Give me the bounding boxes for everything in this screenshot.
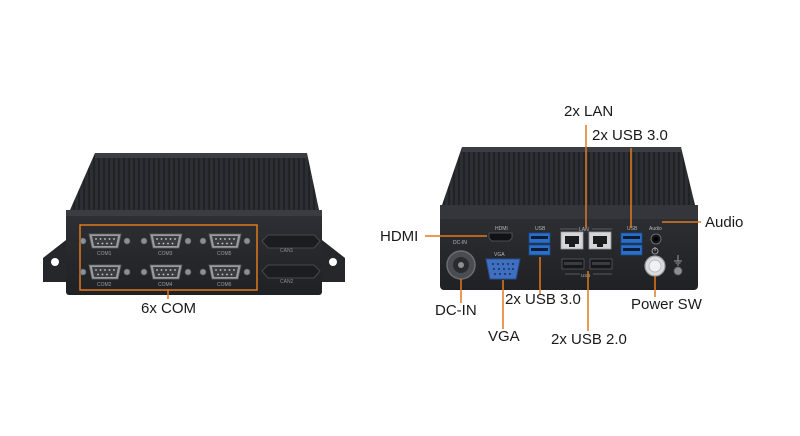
lan-port-1 xyxy=(560,231,584,250)
callout-lines xyxy=(425,125,701,331)
callout-dc-in: DC-IN xyxy=(435,302,477,319)
left-front-panel xyxy=(66,210,322,295)
panel-label-usb-bottom: USB xyxy=(581,273,590,278)
panel-label-dc-in: DC-IN xyxy=(453,240,467,246)
callout-6x-com: 6x COM xyxy=(141,300,197,317)
com-label-6: COM6 xyxy=(217,282,232,288)
can-port-1: CAN1 xyxy=(261,234,321,254)
com-port-3: COM5 xyxy=(199,233,251,257)
dc-in-jack xyxy=(446,250,476,280)
panel-label-audio: Audio xyxy=(649,226,662,232)
panel-label-lan: LAN xyxy=(579,227,589,233)
com-label-5: COM4 xyxy=(158,282,173,288)
power-switch[interactable] xyxy=(644,255,666,277)
callout-2x-usb30-bottom: 2x USB 3.0 xyxy=(505,291,581,308)
usb2-ports xyxy=(561,258,613,270)
com-label-3: COM5 xyxy=(217,251,232,257)
power-icon xyxy=(651,247,659,255)
com-port-5: COM4 xyxy=(140,264,192,288)
com-label-4: COM2 xyxy=(97,282,112,288)
panel-label-hdmi: HDMI xyxy=(495,226,508,232)
lan-port-2 xyxy=(588,231,612,250)
right-heatsink xyxy=(442,147,695,205)
panel-label-vga: VGA xyxy=(494,252,505,258)
can-port-2: CAN2 xyxy=(261,264,321,285)
hdmi-port xyxy=(488,232,513,242)
com-port-4: COM2 xyxy=(79,264,131,288)
com-port-2: COM3 xyxy=(140,233,192,257)
ground-icon xyxy=(674,255,682,266)
callout-vga: VGA xyxy=(488,328,520,345)
com-label-2: COM3 xyxy=(158,251,173,257)
com-port-6: COM6 xyxy=(199,264,251,288)
callout-power-sw: Power SW xyxy=(631,296,702,313)
com-label-1: COM1 xyxy=(97,251,112,257)
callout-audio: Audio xyxy=(705,214,744,231)
left-heatsink xyxy=(70,153,319,210)
callout-2x-usb20: 2x USB 2.0 xyxy=(551,331,627,348)
usb3-stack-left xyxy=(528,232,551,256)
callout-hdmi: HDMI xyxy=(380,228,419,245)
ground-screw xyxy=(673,266,683,276)
can1-label: CAN1 xyxy=(280,248,294,254)
usb3-stack-right xyxy=(620,232,643,256)
can2-label: CAN2 xyxy=(280,279,294,285)
callout-2x-lan: 2x LAN xyxy=(564,103,614,120)
com-port-1: COM1 xyxy=(79,233,131,257)
callout-2x-usb30-top: 2x USB 3.0 xyxy=(592,127,668,144)
panel-label-usb-right: USB xyxy=(627,226,638,232)
panel-label-usb-left: USB xyxy=(535,226,546,232)
right-unit: DC-IN HDMI VGA USB LAN xyxy=(425,125,701,331)
